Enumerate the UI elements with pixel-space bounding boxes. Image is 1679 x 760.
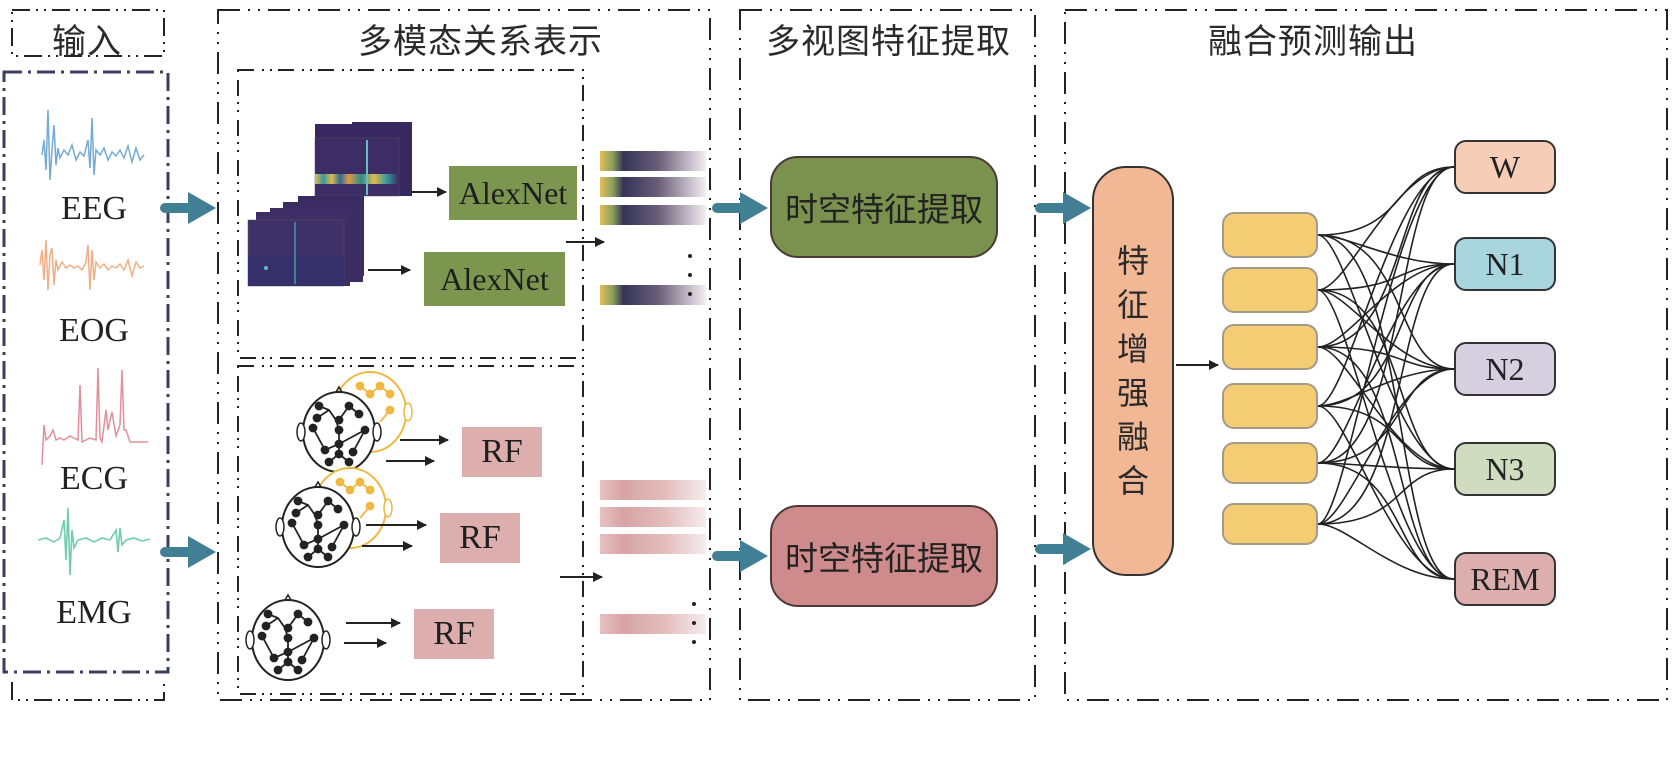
graph-feature-bar-2 bbox=[600, 507, 706, 527]
class-box-rem: REM bbox=[1454, 552, 1556, 606]
connection-edge bbox=[1317, 263, 1455, 525]
graph-vdots bbox=[692, 602, 696, 644]
rf-box-2: RF bbox=[440, 513, 520, 563]
connection-edge bbox=[1317, 234, 1455, 370]
class-box-n2: N2 bbox=[1454, 342, 1556, 396]
alexnet-box-2: AlexNet bbox=[424, 252, 565, 306]
connection-edge bbox=[1317, 368, 1455, 464]
spectro-vdots bbox=[688, 254, 692, 296]
connection-edge bbox=[1317, 263, 1455, 348]
input-bottom-bracket bbox=[11, 682, 165, 701]
signal-label-eog: EOG bbox=[59, 312, 129, 349]
input-signal-frame bbox=[2, 70, 170, 674]
class-box-n3: N3 bbox=[1454, 442, 1556, 496]
connection-edge bbox=[1317, 166, 1455, 407]
spectro-feature-bar-3 bbox=[600, 205, 706, 225]
connection-edge bbox=[1317, 368, 1455, 407]
teal-arrow-multiview-bottom bbox=[712, 540, 768, 572]
feature-node-4 bbox=[1222, 383, 1318, 429]
section-title-input: 输入 bbox=[52, 22, 122, 62]
connection-edge bbox=[1317, 263, 1455, 464]
connection-edge bbox=[1317, 289, 1455, 370]
connection-edge bbox=[1317, 263, 1455, 291]
fusion-char: 强 bbox=[1116, 374, 1149, 412]
signal-label-emg: EMG bbox=[56, 594, 132, 631]
connection-edge bbox=[1317, 166, 1455, 525]
spectrogram-stack-bottom bbox=[247, 196, 364, 287]
feature-node-6 bbox=[1222, 503, 1318, 545]
graph-feature-bar-1 bbox=[600, 480, 706, 500]
connection-edge bbox=[1317, 468, 1455, 525]
teal-arrow-fusion-bottom bbox=[1035, 533, 1091, 565]
connection-edge bbox=[1317, 462, 1455, 580]
graph-feature-bar-3 bbox=[600, 534, 706, 554]
connection-edge bbox=[1317, 234, 1455, 580]
connection-edge bbox=[1317, 405, 1455, 470]
connection-edge bbox=[1317, 368, 1455, 525]
class-box-w: W bbox=[1454, 140, 1556, 194]
emg-waveform bbox=[37, 507, 151, 576]
graph-feature-bar-4 bbox=[600, 614, 706, 634]
fusion-char: 合 bbox=[1116, 462, 1149, 500]
fusion-char: 特 bbox=[1116, 242, 1149, 280]
multiview-frame bbox=[739, 9, 1036, 701]
spectrogram-stack-top bbox=[314, 122, 412, 197]
connection-edge bbox=[1317, 523, 1455, 580]
fusion-output-frame bbox=[1064, 9, 1668, 701]
rf-box-3: RF bbox=[414, 609, 494, 659]
eeg-waveform bbox=[41, 109, 145, 181]
eog-waveform bbox=[39, 239, 145, 291]
section-title-fusion-output: 融合预测输出 bbox=[1208, 22, 1418, 62]
connection-edge bbox=[1317, 405, 1455, 580]
feature-node-1 bbox=[1222, 212, 1318, 258]
section-title-multiview: 多视图特征提取 bbox=[766, 22, 1011, 62]
spatiotemporal-extractor-2: 时空特征提取 bbox=[770, 505, 998, 607]
spectrogram-subframe bbox=[237, 69, 584, 359]
teal-arrow-input-bottom bbox=[160, 536, 216, 568]
graph-subframe bbox=[237, 365, 584, 695]
signal-label-ecg: ECG bbox=[60, 460, 128, 497]
fusion-char: 征 bbox=[1116, 286, 1149, 324]
fusion-char: 增 bbox=[1116, 330, 1149, 368]
feature-node-3 bbox=[1222, 324, 1318, 370]
spatiotemporal-extractor-1: 时空特征提取 bbox=[770, 156, 998, 258]
feature-enhancement-fusion-block: 特 征 增 强 融 合 bbox=[1092, 166, 1174, 576]
connection-edge bbox=[1317, 346, 1455, 370]
spectro-feature-bar-2 bbox=[600, 177, 706, 197]
fusion-char: 融 bbox=[1116, 418, 1149, 456]
connection-edge bbox=[1317, 346, 1455, 470]
input-title-frame bbox=[11, 9, 165, 57]
multimodal-frame bbox=[217, 9, 711, 701]
signal-label-eeg: EEG bbox=[60, 190, 128, 227]
section-title-multimodal: 多模态关系表示 bbox=[358, 22, 603, 62]
teal-arrow-input-top bbox=[160, 192, 216, 224]
spectro-feature-bar-4 bbox=[600, 285, 706, 305]
connection-edge bbox=[1317, 346, 1455, 580]
class-box-n1: N1 bbox=[1454, 237, 1556, 291]
ecg-waveform bbox=[41, 367, 148, 466]
teal-arrow-multiview-top bbox=[712, 192, 768, 224]
spectro-feature-bar-1 bbox=[600, 151, 706, 171]
feature-node-5 bbox=[1222, 442, 1318, 484]
connection-edge bbox=[1317, 166, 1455, 291]
alexnet-box-1: AlexNet bbox=[449, 166, 577, 220]
rf-box-1: RF bbox=[462, 427, 542, 477]
teal-arrow-fusion-top bbox=[1035, 192, 1091, 224]
feature-node-2 bbox=[1222, 267, 1318, 313]
